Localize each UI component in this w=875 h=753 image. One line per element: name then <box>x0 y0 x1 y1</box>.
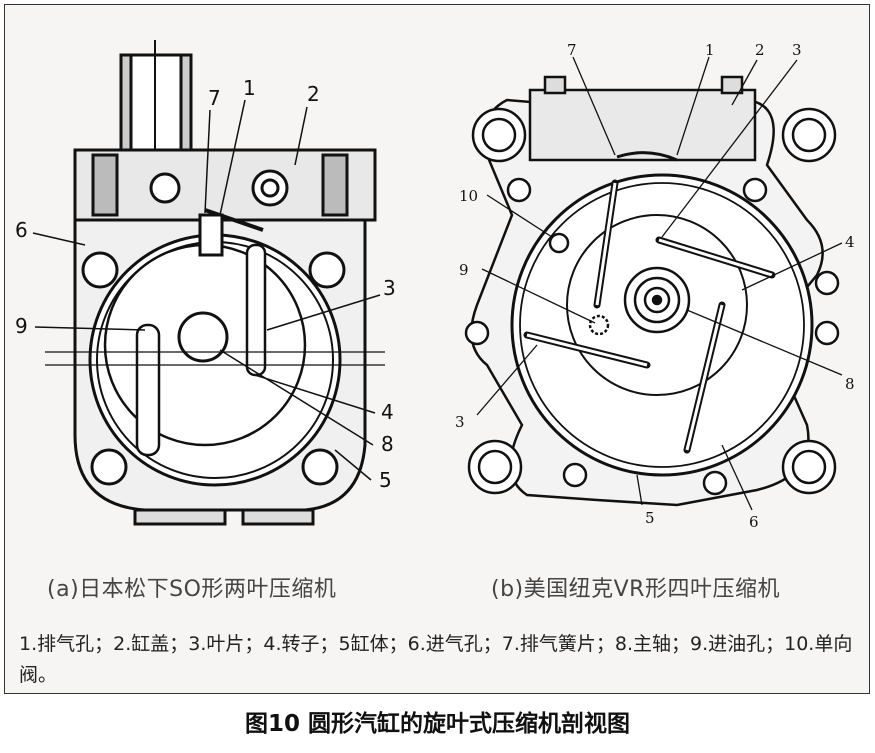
label-a-5: 5 <box>379 468 392 492</box>
parts-legend: 1.排气孔；2.缸盖；3.叶片；4.转子；5缸体；6.进气孔；7.排气簧片；8.… <box>19 633 853 686</box>
label-b-2: 2 <box>755 41 765 59</box>
label-a-7: 7 <box>208 86 221 110</box>
caption-b: (b)美国纽克VR形四叶压缩机 <box>491 577 780 602</box>
label-b-9: 9 <box>459 261 469 279</box>
label-b-5: 5 <box>645 509 655 527</box>
label-a-6: 6 <box>15 218 28 242</box>
label-b-10: 10 <box>459 187 478 205</box>
figure-frame: 7 1 2 6 3 9 4 8 5 <box>4 4 870 694</box>
diagram-vr-four-vane-compressor: 7 1 2 3 10 4 9 8 3 5 6 <box>455 41 855 531</box>
label-b-3-bottom: 3 <box>455 413 465 431</box>
label-b-6: 6 <box>749 513 759 531</box>
label-a-8: 8 <box>381 432 394 456</box>
diagram-so-two-vane-compressor: 7 1 2 6 3 9 4 8 5 <box>15 40 396 526</box>
label-a-9: 9 <box>15 314 28 338</box>
label-b-4: 4 <box>845 233 855 251</box>
figure-title: 图10 圆形汽缸的旋叶式压缩机剖视图 <box>244 711 630 737</box>
label-a-3: 3 <box>383 276 396 300</box>
label-b-8: 8 <box>845 375 855 393</box>
label-b-7: 7 <box>567 41 577 59</box>
caption-a: (a)日本松下SO形两叶压缩机 <box>47 577 337 602</box>
label-b-3-top: 3 <box>792 41 802 59</box>
label-a-4: 4 <box>381 400 394 424</box>
label-b-1: 1 <box>705 41 715 59</box>
label-a-2: 2 <box>307 82 320 106</box>
label-a-1: 1 <box>243 76 256 100</box>
